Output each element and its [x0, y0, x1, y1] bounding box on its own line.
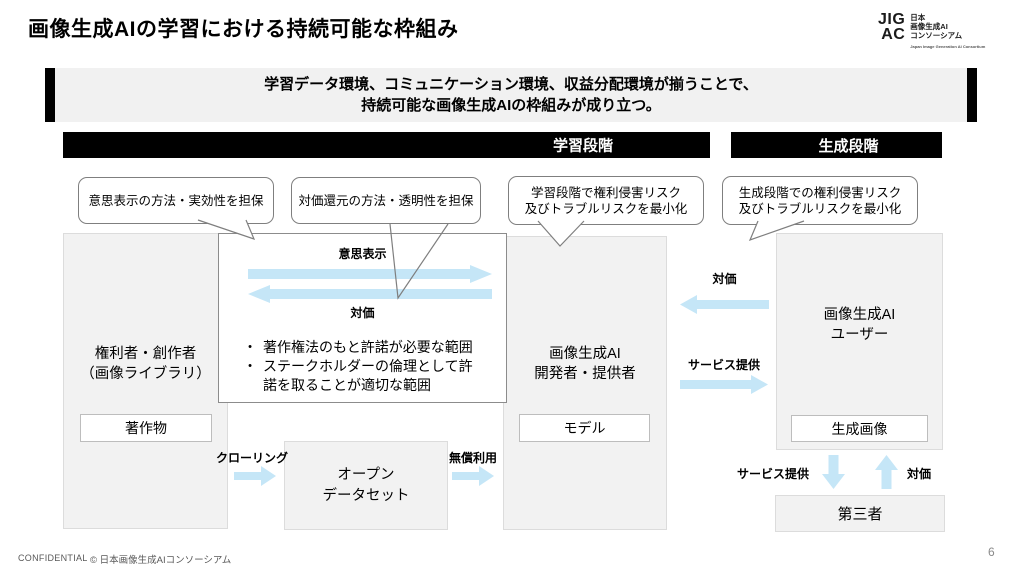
callout-learning-risk: 学習段階で権利侵害リスク 及びトラブルリスクを最小化 — [508, 176, 704, 225]
service-down-arrow — [822, 455, 845, 489]
asset-copyrighted-work: 著作物 — [80, 414, 212, 442]
callout-intent-method: 意思表示の方法・実効性を担保 — [78, 177, 274, 224]
permission-scope-bullets: • 著作権法のもと許諾が必要な範囲 • ステークホルダーの倫理として許諾を取るこ… — [244, 338, 498, 395]
callout-compensation-method-text: 対価還元の方法・透明性を担保 — [298, 193, 474, 208]
asset-model: モデル — [519, 414, 650, 442]
bullet-text-1: 著作権法のもと許諾が必要な範囲 — [263, 339, 473, 355]
asset-copyrighted-work-label: 著作物 — [125, 420, 167, 436]
key-message-banner: 学習データ環境、コミュニケーション環境、収益分配環境が揃うことで、 持続可能な画… — [55, 68, 967, 122]
rights-holder-line1: 権利者・創作者 — [94, 346, 197, 362]
callout-generation-risk-line1: 生成段階での権利侵害リスク — [738, 185, 902, 200]
intent-arrow-label: 意思表示 — [338, 247, 387, 261]
third-value-label: 対価 — [907, 467, 932, 481]
confidential-label: CONFIDENTIAL — [18, 553, 88, 563]
banner-line1: 学習データ環境、コミュニケーション環境、収益分配環境が揃うことで、 — [264, 76, 758, 93]
stage-generation-label: 生成段階 — [818, 137, 879, 155]
value-arrow-label: 対価 — [350, 306, 375, 320]
box-open-dataset: オープン データセット — [284, 441, 448, 530]
logo-name-line3: コンソーシアム — [910, 31, 963, 40]
logo-name-line1: 日本 — [910, 13, 926, 22]
value-left-arrow — [248, 285, 492, 303]
asset-generated-image: 生成画像 — [791, 415, 928, 442]
callout-generation-risk: 生成段階での権利侵害リスク 及びトラブルリスクを最小化 — [722, 176, 918, 225]
bullet-item-2: • ステークホルダーの倫理として許諾を取ることが適切な範囲 — [244, 357, 498, 395]
jigac-logo: JIG AC 日本 画像生成AI コンソーシアム Japan Image Gen… — [878, 12, 985, 51]
asset-generated-image-label: 生成画像 — [831, 420, 888, 437]
mid-value-left-arrow — [680, 295, 769, 314]
logo-name-en: Japan Image Generation AI Consortium — [910, 44, 986, 49]
callout-generation-risk-line2: 及びトラブルリスクを最小化 — [738, 201, 902, 216]
developer-line1: 画像生成AI — [549, 346, 621, 362]
callout-learning-risk-line1: 学習段階で権利侵害リスク — [530, 185, 681, 200]
bullet-text-2: ステークホルダーの倫理として許諾を取ることが適切な範囲 — [263, 358, 473, 393]
box-rights-holder: 権利者・創作者 （画像ライブラリ） — [63, 233, 228, 529]
mid-value-label: 対価 — [712, 272, 737, 286]
third-service-label: サービス提供 — [737, 467, 810, 481]
logo-acronym: JIG AC — [878, 12, 905, 51]
box-third-party: 第三者 — [775, 495, 945, 532]
developer-line2: 開発者・提供者 — [534, 366, 636, 382]
rights-holder-label: 権利者・創作者 （画像ライブラリ） — [64, 344, 227, 384]
open-dataset-line2: データセット — [322, 487, 410, 504]
banner-left-bar — [45, 68, 55, 122]
stage-learning-label: 学習段階 — [553, 137, 614, 155]
ai-user-line1: 画像生成AI — [823, 307, 896, 323]
callout-intent-method-text: 意思表示の方法・実効性を担保 — [88, 193, 264, 208]
callout-learning-risk-line2: 及びトラブルリスクを最小化 — [524, 201, 688, 216]
third-party-label: 第三者 — [837, 506, 883, 523]
rights-holder-line2: （画像ライブラリ） — [80, 366, 211, 382]
bullet-dot: • — [248, 341, 252, 353]
value-up-arrow — [875, 455, 898, 489]
stage-bar-learning: 学習段階 — [63, 132, 710, 158]
ai-user-line2: ユーザー — [830, 327, 889, 343]
mid-service-label: サービス提供 — [687, 358, 760, 372]
developer-label: 画像生成AI 開発者・提供者 — [504, 344, 666, 384]
free-use-label: 無償利用 — [449, 451, 498, 465]
ai-user-label: 画像生成AI ユーザー — [777, 305, 942, 345]
mid-service-right-arrow — [680, 375, 768, 394]
box-ai-user: 画像生成AI ユーザー — [776, 233, 943, 450]
copyright-label: © 日本画像生成AIコンソーシアム — [90, 555, 232, 566]
page-title: 画像生成AIの学習における持続可能な枠組み — [28, 18, 459, 41]
free-use-right-arrow — [452, 466, 494, 486]
intent-right-arrow — [248, 265, 492, 283]
logo-name-line2: 画像生成AI — [910, 22, 948, 31]
bullet-dot: • — [248, 360, 252, 372]
crawling-label: クローリング — [216, 451, 289, 465]
exchange-box: 意思表示 対価 • 著作権法のもと許諾が必要な範囲 • ステークホルダーの倫理と… — [218, 233, 507, 403]
logo-name: 日本 画像生成AI コンソーシアム Japan Image Generation… — [910, 12, 985, 51]
logo-acronym-line1: JIG — [878, 11, 906, 28]
bullet-item-1: • 著作権法のもと許諾が必要な範囲 — [244, 338, 498, 357]
banner-right-bar — [967, 68, 977, 122]
asset-model-label: モデル — [563, 420, 606, 436]
crawling-right-arrow — [234, 466, 276, 486]
logo-acronym-line2: AC — [881, 26, 906, 43]
page-number: 6 — [988, 545, 995, 559]
banner-line2: 持続可能な画像生成AIの枠組みが成り立つ。 — [361, 97, 661, 114]
box-developer: 画像生成AI 開発者・提供者 — [503, 236, 667, 530]
callout-compensation-method: 対価還元の方法・透明性を担保 — [291, 177, 481, 224]
open-dataset-line1: オープン — [337, 466, 395, 483]
stage-bar-generation: 生成段階 — [731, 132, 942, 158]
